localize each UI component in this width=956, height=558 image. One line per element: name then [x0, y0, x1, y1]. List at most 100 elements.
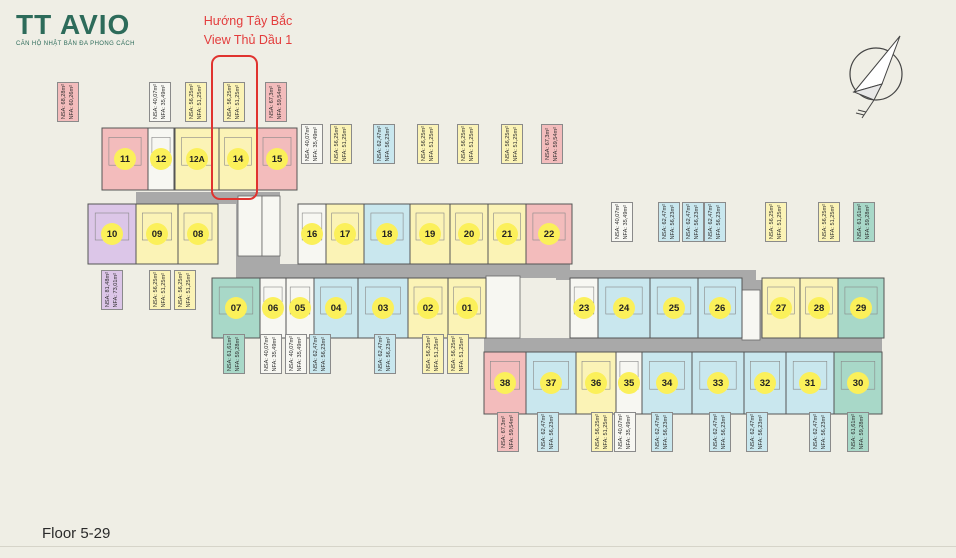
nsa-value: NSA: 40,07m²	[152, 84, 159, 120]
unit-number-31[interactable]: 31	[799, 372, 821, 394]
unit-number-32[interactable]: 32	[754, 372, 776, 394]
corridor-segment	[236, 264, 556, 278]
nfa-value: NFA: 51,25m²	[433, 336, 440, 372]
floor-label: Floor 5-29	[42, 525, 111, 542]
unit-number-06[interactable]: 06	[262, 297, 284, 319]
nfa-value: NFA: 51,25m²	[602, 414, 609, 450]
unit-number-14[interactable]: 14	[227, 148, 249, 170]
nfa-value: NFA: 35,49m²	[625, 414, 632, 450]
nfa-value: NFA: 51,25m²	[458, 336, 465, 372]
nfa-value: NFA: 51,25m²	[829, 204, 836, 240]
unit-number-29[interactable]: 29	[850, 297, 872, 319]
nsa-value: NSA: 40,07m²	[304, 126, 311, 162]
service-core	[237, 195, 263, 257]
nfa-value: NFA: 51,25m²	[196, 84, 203, 120]
unit-number-27[interactable]: 27	[770, 297, 792, 319]
unit-number-18[interactable]: 18	[376, 223, 398, 245]
highlight-caption: Hướng Tây Bắc View Thủ Dầu 1	[178, 12, 318, 50]
unit-number-19[interactable]: 19	[419, 223, 441, 245]
nsa-value: NSA: 62,47m²	[654, 414, 661, 450]
nsa-value: NSA: 62,47m²	[376, 126, 383, 162]
unit-number-38[interactable]: 38	[494, 372, 516, 394]
brand-tagline: CĂN HỘ NHẬT BẢN ĐA PHONG CÁCH	[16, 41, 135, 47]
unit-number-16[interactable]: 16	[301, 223, 323, 245]
unit-number-30[interactable]: 30	[847, 372, 869, 394]
unit-number-09[interactable]: 09	[146, 223, 168, 245]
corridor-segment	[556, 270, 756, 280]
unit-number-23[interactable]: 23	[573, 297, 595, 319]
nsa-value: NSA: 40,07m²	[617, 414, 624, 450]
unit-number-36[interactable]: 36	[585, 372, 607, 394]
unit-number-05[interactable]: 05	[289, 297, 311, 319]
unit-number-20[interactable]: 20	[458, 223, 480, 245]
nfa-value: NFA: 56,23m²	[715, 204, 722, 240]
nsa-value: NSA: 62,47m²	[812, 414, 819, 450]
unit-number-21[interactable]: 21	[496, 223, 518, 245]
service-core	[485, 275, 521, 339]
nsa-value: NSA: 62,47m²	[707, 204, 714, 240]
service-core	[261, 195, 281, 257]
nfa-value: NFA: 56,23m²	[720, 414, 727, 450]
nfa-value: NFA: 51,25m²	[512, 126, 519, 162]
unit-number-33[interactable]: 33	[707, 372, 729, 394]
unit-number-04[interactable]: 04	[325, 297, 347, 319]
unit-number-08[interactable]: 08	[187, 223, 209, 245]
unit-number-22[interactable]: 22	[538, 223, 560, 245]
unit-number-37[interactable]: 37	[540, 372, 562, 394]
unit-number-12A[interactable]: 12A	[186, 148, 208, 170]
nfa-value: NFA: 51,25m²	[185, 272, 192, 308]
unit-number-02[interactable]: 02	[417, 297, 439, 319]
unit-number-01[interactable]: 01	[456, 297, 478, 319]
unit-number-17[interactable]: 17	[334, 223, 356, 245]
nsa-value: NSA: 56,25m²	[333, 126, 340, 162]
nsa-value: NSA: 56,25m²	[226, 84, 233, 120]
nsa-value: NSA: 61,61m²	[856, 204, 863, 240]
unit-number-35[interactable]: 35	[618, 372, 640, 394]
unit-number-25[interactable]: 25	[663, 297, 685, 319]
unit-number-15[interactable]: 15	[266, 148, 288, 170]
building-structure	[136, 192, 882, 352]
unit-number-12[interactable]: 12	[150, 148, 172, 170]
nfa-value: NFA: 51,25m²	[160, 272, 167, 308]
nfa-value: NFA: 59,28m²	[234, 336, 241, 372]
nfa-value: NFA: 51,25m²	[468, 126, 475, 162]
highlight-view: View Thủ Dầu 1	[203, 33, 293, 47]
unit-number-24[interactable]: 24	[613, 297, 635, 319]
nfa-value: NFA: 35,49m²	[312, 126, 319, 162]
nfa-value: NFA: 60,26m²	[68, 84, 75, 120]
nsa-value: NSA: 56,25m²	[425, 336, 432, 372]
unit-number-11[interactable]: 11	[114, 148, 136, 170]
corridor-segment	[526, 338, 882, 352]
unit-number-10[interactable]: 10	[101, 223, 123, 245]
unit-number-03[interactable]: 03	[372, 297, 394, 319]
nfa-value: NFA: 51,25m²	[776, 204, 783, 240]
nsa-value: NSA: 56,25m²	[450, 336, 457, 372]
nfa-value: NFA: 73,01m²	[112, 272, 119, 308]
nsa-value: NSA: 56,25m²	[177, 272, 184, 308]
unit-number-34[interactable]: 34	[656, 372, 678, 394]
nsa-value: NSA: 61,61m²	[226, 336, 233, 372]
nfa-value: NFA: 56,23m²	[385, 336, 392, 372]
nfa-value: NFA: 59,28m²	[858, 414, 865, 450]
unit-number-28[interactable]: 28	[808, 297, 830, 319]
unit-number-07[interactable]: 07	[225, 297, 247, 319]
nfa-value: NFA: 51,25m²	[341, 126, 348, 162]
unit-number-26[interactable]: 26	[709, 297, 731, 319]
